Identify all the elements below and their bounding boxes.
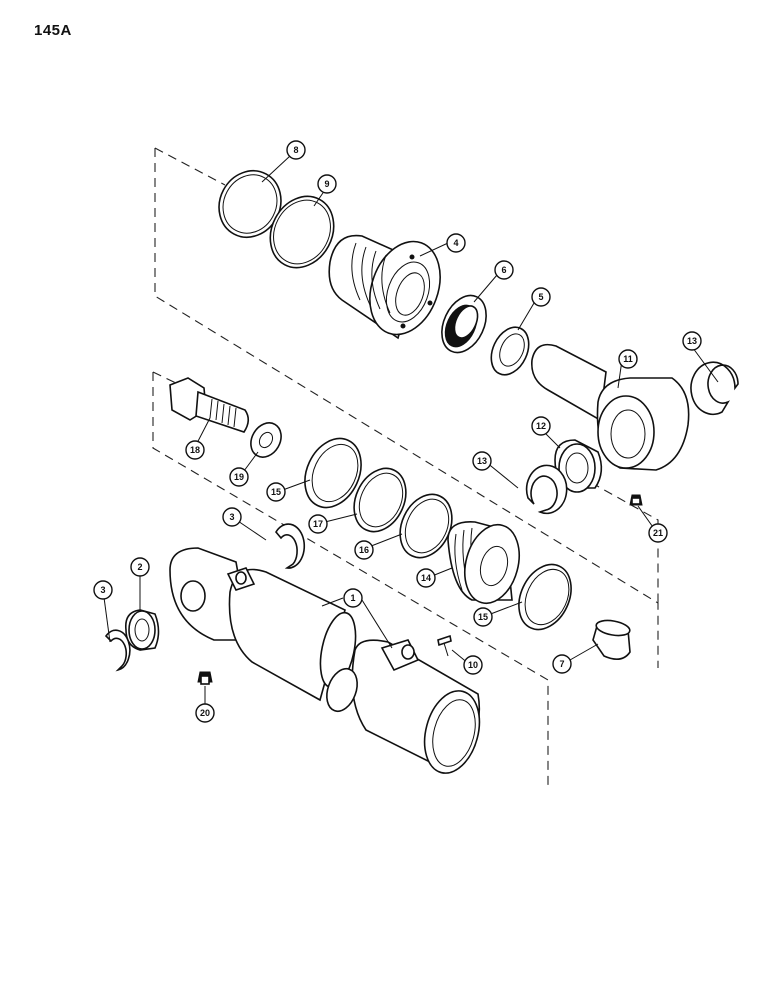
svg-text:8: 8 — [293, 145, 298, 155]
callout-13-middle: 13 — [472, 451, 492, 471]
lower-assembly-outline — [152, 372, 549, 790]
svg-text:6: 6 — [501, 265, 506, 275]
grease-fitting-part — [629, 494, 643, 506]
upper-assembly-outline — [154, 148, 659, 668]
svg-text:12: 12 — [536, 421, 546, 431]
svg-text:19: 19 — [234, 472, 244, 482]
callout-16: 16 — [354, 540, 374, 560]
wear-ring-part — [304, 437, 362, 509]
screw-part — [437, 634, 452, 657]
svg-text:15: 15 — [478, 612, 488, 622]
svg-text:18: 18 — [190, 445, 200, 455]
gland-part — [328, 234, 441, 340]
callout-21: 21 — [648, 523, 668, 543]
callout-3-left: 3 — [93, 580, 113, 600]
callout-19: 19 — [229, 467, 249, 487]
callout-9: 9 — [317, 174, 337, 194]
svg-text:14: 14 — [421, 573, 431, 583]
callout-6: 6 — [494, 260, 514, 280]
callout-15-upper: 15 — [266, 482, 286, 502]
callout-15-lower: 15 — [473, 607, 493, 627]
svg-text:2: 2 — [137, 562, 142, 572]
callout-20: 20 — [195, 703, 215, 723]
wear-ring-part — [518, 563, 572, 631]
callout-3: 3 — [222, 507, 242, 527]
svg-text:10: 10 — [468, 660, 478, 670]
callout-5: 5 — [531, 287, 551, 307]
snap-ring-part — [525, 464, 568, 515]
rod-seal-part — [441, 294, 487, 354]
svg-text:3: 3 — [229, 512, 234, 522]
snap-ring-part — [690, 361, 739, 416]
svg-text:17: 17 — [313, 519, 323, 529]
upper-dash-top — [154, 147, 226, 186]
piston-part — [447, 521, 520, 605]
callout-4: 4 — [446, 233, 466, 253]
page-number: 145A — [34, 22, 72, 39]
callout-12: 12 — [531, 416, 551, 436]
callout-1: 1 — [343, 588, 363, 608]
svg-text:13: 13 — [477, 456, 487, 466]
bolt-part — [169, 377, 250, 433]
grease-fitting-part — [197, 671, 213, 685]
cylinder-barrel-part — [169, 547, 481, 774]
svg-text:7: 7 — [559, 659, 564, 669]
callout-13-upper: 13 — [682, 331, 702, 351]
svg-text:9: 9 — [324, 179, 329, 189]
rod-end-part — [531, 343, 690, 471]
callout-10: 10 — [463, 655, 483, 675]
callout-8: 8 — [286, 140, 306, 160]
bushing-part — [592, 619, 631, 660]
callout-17: 17 — [308, 514, 328, 534]
svg-text:4: 4 — [453, 238, 458, 248]
bushing-part — [554, 439, 603, 493]
svg-text:5: 5 — [538, 292, 543, 302]
svg-text:13: 13 — [687, 336, 697, 346]
callout-14: 14 — [416, 568, 436, 588]
callout-18: 18 — [185, 440, 205, 460]
svg-text:15: 15 — [271, 487, 281, 497]
callout-7: 7 — [552, 654, 572, 674]
svg-text:21: 21 — [653, 528, 663, 538]
svg-text:1: 1 — [350, 593, 355, 603]
backup-ring-part — [269, 195, 335, 269]
washer-part — [250, 422, 282, 458]
snap-ring-part — [275, 523, 306, 569]
callout-2: 2 — [130, 557, 150, 577]
snap-ring-part — [104, 629, 131, 672]
svg-text:20: 20 — [200, 708, 210, 718]
bushing-part — [124, 609, 160, 651]
svg-text:16: 16 — [359, 545, 369, 555]
svg-text:3: 3 — [100, 585, 105, 595]
svg-text:11: 11 — [623, 354, 633, 364]
lower-dash-top — [152, 371, 181, 386]
backup-ring-part — [353, 467, 407, 533]
wiper-part — [490, 326, 530, 376]
callout-11: 11 — [618, 349, 638, 369]
